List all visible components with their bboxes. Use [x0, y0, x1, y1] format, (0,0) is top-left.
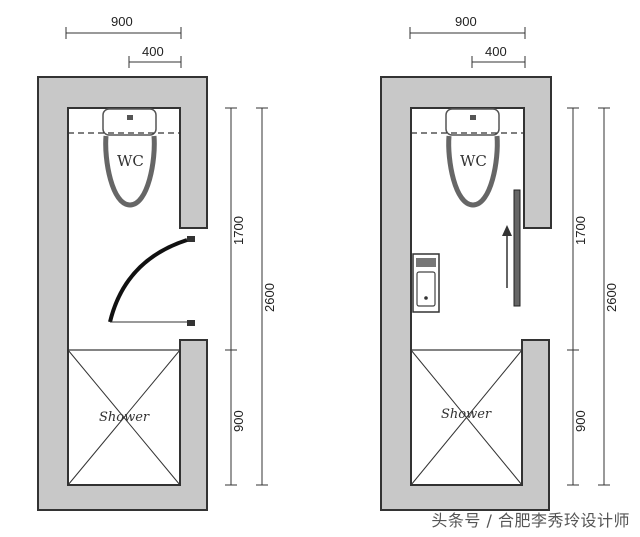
plan-2-lower-length-dim: 900 [573, 410, 588, 432]
plan-1-width-dim: 900 [111, 14, 133, 29]
plan-2-shower-area [410, 349, 523, 486]
watermark: 头条号 / 合肥李秀玲设计师 [431, 511, 630, 530]
plan-1-toilet: WC [102, 108, 157, 208]
plan-2-sink-tap [416, 258, 436, 267]
plan-2-door-width-dim: 400 [485, 44, 507, 59]
plan-1-toilet-bowl [103, 135, 157, 208]
plan-2-sink [412, 253, 440, 313]
plan-1-door-jamb-bottom [187, 320, 195, 326]
plan-2-toilet-tank [445, 108, 500, 136]
plan-1-door-width-dim: 400 [142, 44, 164, 59]
plan-2-sliding-door [513, 189, 521, 307]
plan-1-lower-length-dim: 900 [231, 410, 246, 432]
plan-2-toilet-label: WC [460, 152, 487, 170]
plan-2-shower-diag-2 [410, 349, 523, 486]
plan-2-upper-length-dim: 1700 [573, 216, 588, 245]
plan-2-sink-basin [416, 271, 436, 307]
plan-2-slide-arrow-head [502, 225, 512, 236]
plan-1: Shower WC 900 400 1700 900 2600 [37, 14, 277, 511]
plan-2-toilet-bowl [446, 135, 500, 208]
plan-1-toilet-flush [127, 115, 133, 120]
plan-1-door-swing [108, 238, 188, 323]
plan-1-shower-label: Shower [99, 410, 150, 425]
plan-2-toilet-flush [470, 115, 476, 120]
plan-1-door-jamb-top [187, 236, 195, 242]
plan-1-shower-area [67, 349, 181, 486]
plan-2-sink-drain [424, 296, 428, 300]
plan-1-total-length-dim: 2600 [262, 283, 277, 312]
plan-1-toilet-tank [102, 108, 157, 136]
plan-2-toilet: WC [445, 108, 500, 208]
plan-2-total-length-dim: 2600 [604, 283, 619, 312]
plan-1-upper-length-dim: 1700 [231, 216, 246, 245]
plan-1-toilet-label: WC [117, 152, 144, 170]
plan-2-shower-label: Shower [441, 407, 492, 422]
plan-1-shower-diag-2 [67, 349, 181, 486]
plan-2-width-dim: 900 [455, 14, 477, 29]
plan-2: Shower WC 900 400 1700 900 2600 [380, 14, 619, 511]
